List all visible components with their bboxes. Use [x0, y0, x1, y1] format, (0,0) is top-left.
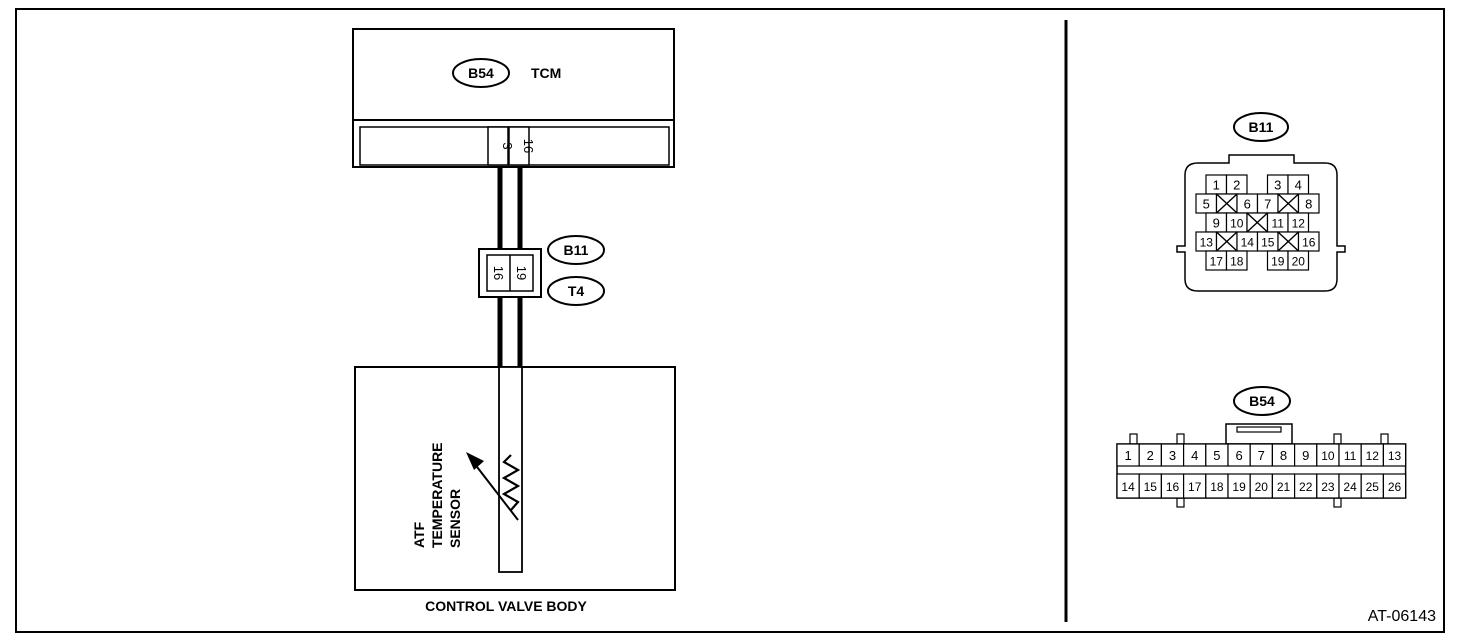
sensor-label-line1: ATF [411, 521, 427, 548]
b11-pin-label: 7 [1264, 197, 1271, 212]
b11-pin-label: 2 [1233, 178, 1240, 193]
b54-pin-cell [1382, 443, 1407, 467]
b54-pin-label: 1 [1124, 448, 1131, 463]
b54-view-id-oval [1233, 386, 1291, 416]
b11-id: B11 [564, 242, 589, 258]
b54-pin-label: 15 [1144, 480, 1158, 494]
b11-pin-label: 5 [1203, 197, 1210, 212]
b54-pin-label: 7 [1258, 448, 1265, 463]
b54-pin-label: 5 [1213, 448, 1220, 463]
b54-view-id: B54 [1249, 393, 1275, 409]
sensor-label-line3: SENSOR [447, 489, 463, 548]
b11-pin-label: 4 [1295, 178, 1302, 193]
b11-pin-label: 11 [1272, 217, 1285, 231]
b54-pin-label: 9 [1302, 448, 1309, 463]
b11-pin-label: 19 [1271, 255, 1285, 269]
b54-pin-label: 12 [1366, 449, 1380, 463]
tcm-pin-16: 16 [521, 139, 536, 153]
joint-pin-19: 19 [514, 266, 529, 280]
t4-id-oval [547, 276, 605, 306]
b54-pin-label: 2 [1147, 448, 1154, 463]
b54-pin-label: 10 [1321, 449, 1335, 463]
b11-pin-label: 3 [1274, 178, 1281, 193]
b11-pin-label: 17 [1210, 255, 1224, 269]
control-valve-body: ATF TEMPERATURE SENSOR CONTROL VALVE BOD… [354, 366, 676, 614]
b11-pin-label: 9 [1213, 216, 1220, 231]
b11-pin-label: 10 [1230, 217, 1244, 231]
b54-pin-cell [1382, 473, 1407, 499]
b11-pin-cell [1287, 250, 1310, 271]
b54-pin-label: 26 [1388, 480, 1402, 494]
tcm-pin-3: 3 [500, 142, 515, 149]
variable-arrow [473, 462, 519, 521]
sensor-label-line2: TEMPERATURE [429, 442, 445, 548]
joint-connector: 16 19 B11 T4 [478, 235, 605, 306]
b11-pin-label: 15 [1261, 236, 1275, 250]
b54-pin-label: 6 [1235, 448, 1242, 463]
b54-pin-label: 14 [1121, 480, 1135, 494]
harness-wires [497, 167, 523, 368]
b54-pin-label: 20 [1255, 480, 1269, 494]
tcm-connector-id: B54 [468, 65, 494, 81]
b54-pin-label: 24 [1343, 480, 1357, 494]
b54-pin-label: 18 [1210, 480, 1224, 494]
b11-id-oval [547, 235, 605, 265]
sensor-lead [498, 366, 523, 573]
b11-pin-label: 14 [1241, 236, 1255, 250]
b11-pin-label: 8 [1305, 197, 1312, 212]
b54-pin-label: 16 [1166, 480, 1180, 494]
tcm-connector-id-oval [452, 58, 510, 88]
b54-pin-label: 25 [1366, 480, 1380, 494]
b11-view-id-oval [1233, 112, 1289, 142]
b54-pin-label: 21 [1277, 480, 1291, 494]
b54-pin-label: 23 [1321, 480, 1335, 494]
thermistor-symbol [501, 454, 521, 511]
b54-pin-label: 3 [1169, 448, 1176, 463]
figure-id: AT-06143 [1368, 608, 1436, 625]
b11-pin-cell [1225, 250, 1248, 271]
arrow-head-icon [466, 452, 484, 470]
b54-pin-label: 11 [1344, 449, 1357, 463]
b54-pin-label: 8 [1280, 448, 1287, 463]
b11-pin-label: 18 [1230, 255, 1244, 269]
b11-pin-label: 16 [1302, 236, 1316, 250]
b11-pin-label: 1 [1213, 178, 1220, 193]
t4-id: T4 [568, 283, 585, 299]
control-valve-body-label: CONTROL VALVE BODY [425, 598, 587, 614]
tcm-label: TCM [531, 65, 561, 81]
b11-pin-label: 6 [1244, 197, 1251, 212]
b54-pin-label: 17 [1188, 480, 1202, 494]
b54-pin-label: 19 [1232, 480, 1246, 494]
diagram-frame [15, 8, 1445, 633]
b11-pin-label: 13 [1200, 236, 1214, 250]
b11-view-id: B11 [1249, 119, 1274, 135]
b11-pin-label: 12 [1292, 217, 1306, 231]
b54-pin-label: 13 [1388, 449, 1402, 463]
joint-pin-16: 16 [491, 266, 506, 280]
b11-pin-label: 20 [1292, 255, 1306, 269]
tcm-unit: 3 16 B54 TCM [352, 28, 675, 168]
b54-pin-label: 4 [1191, 448, 1198, 463]
b54-pin-label: 22 [1299, 480, 1313, 494]
